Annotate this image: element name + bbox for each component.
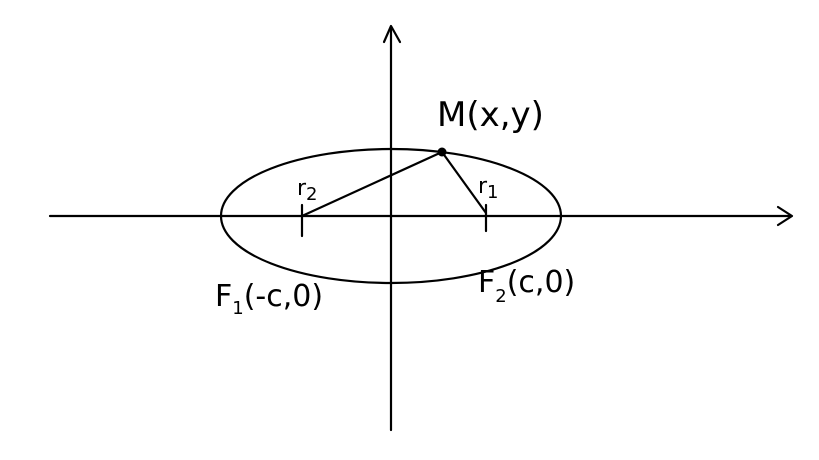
f1-subscript: 1 xyxy=(232,298,243,319)
f1-label: F1(-c,0) xyxy=(215,279,323,319)
f2-coordinates: (c,0) xyxy=(507,265,576,300)
r2-letter: r xyxy=(297,176,307,201)
r1-subscript: 1 xyxy=(487,182,498,203)
r1-letter: r xyxy=(478,174,488,199)
ellipse xyxy=(219,147,563,285)
f2-subscript: 2 xyxy=(495,286,506,307)
r2-label: r2 xyxy=(297,176,318,205)
r1-segment xyxy=(440,150,488,215)
r1-label: r1 xyxy=(478,174,499,203)
point-m xyxy=(437,147,447,157)
y-axis-arrowhead xyxy=(382,24,402,44)
r2-segment xyxy=(300,150,444,218)
point-m-label: M(x,y) xyxy=(437,95,544,135)
f2-letter: F xyxy=(478,265,495,300)
f1-letter: F xyxy=(215,279,232,314)
x-axis-arrowhead xyxy=(776,205,794,227)
f1-coordinates: (-c,0) xyxy=(244,279,323,314)
r2-subscript: 2 xyxy=(306,184,317,205)
f2-label: F2(c,0) xyxy=(478,265,575,307)
